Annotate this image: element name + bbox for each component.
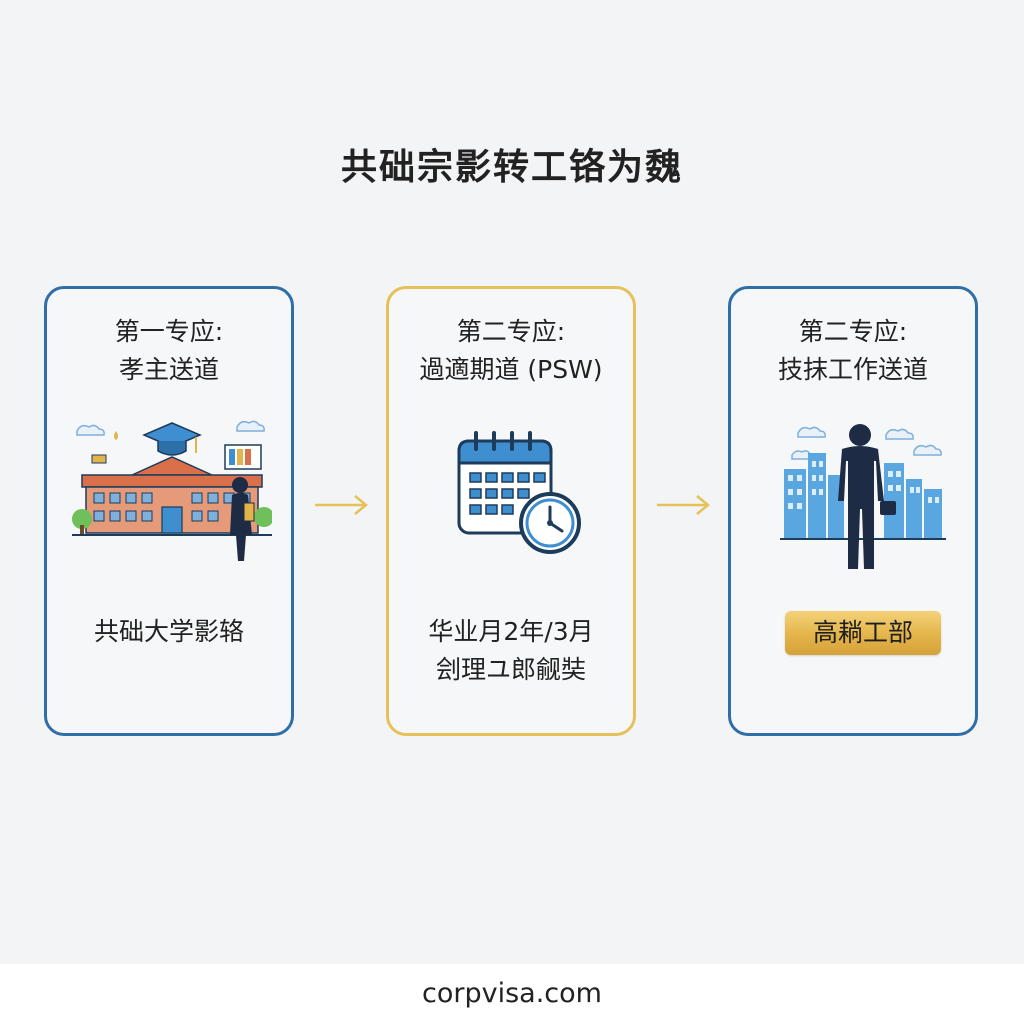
right-arrow-icon: [657, 495, 710, 515]
footer-domain: corpvisa.com: [0, 964, 1024, 1024]
step-card-student: 第一专应: 孝主送道: [44, 286, 294, 736]
step-card-skilled-work: 第二专应: 技抹工作送道: [728, 286, 978, 736]
step-heading: 第一专应: 孝主送道: [47, 313, 291, 389]
step-caption: 华业月2年/3月 刽理ユ郎觎奘: [389, 613, 633, 689]
caption-line: 共础大学影辂: [93, 617, 244, 646]
step-name: 技抹工作送道: [777, 355, 928, 384]
step-card-psw: 第二专应: 過適期道 (PSW) 华业月2年/3月 刽理ユ郎觎奘: [386, 286, 636, 736]
caption-line: 华业月2年/3月: [428, 617, 594, 646]
step-label: 第一专应:: [114, 317, 224, 346]
step-caption: 共础大学影辂: [47, 613, 291, 651]
step-heading: 第二专应: 技抹工作送道: [731, 313, 975, 389]
step-name: 過適期道 (PSW): [419, 355, 603, 384]
step-name: 孝主送道: [118, 355, 219, 384]
right-arrow-icon: [315, 495, 368, 515]
step-label: 第二专应:: [456, 317, 566, 346]
step-heading: 第二专应: 過適期道 (PSW): [389, 313, 633, 389]
calendar-clock-icon: [457, 431, 581, 554]
caption-line: 刽理ユ郎觎奘: [435, 655, 586, 684]
status-badge: 高耥工部: [785, 611, 941, 655]
diagram-title: 共础宗影转工铬为魏: [340, 147, 683, 188]
university-icon: [72, 420, 272, 561]
step-label: 第二专应:: [798, 317, 908, 346]
businessman-icon: [780, 424, 946, 569]
